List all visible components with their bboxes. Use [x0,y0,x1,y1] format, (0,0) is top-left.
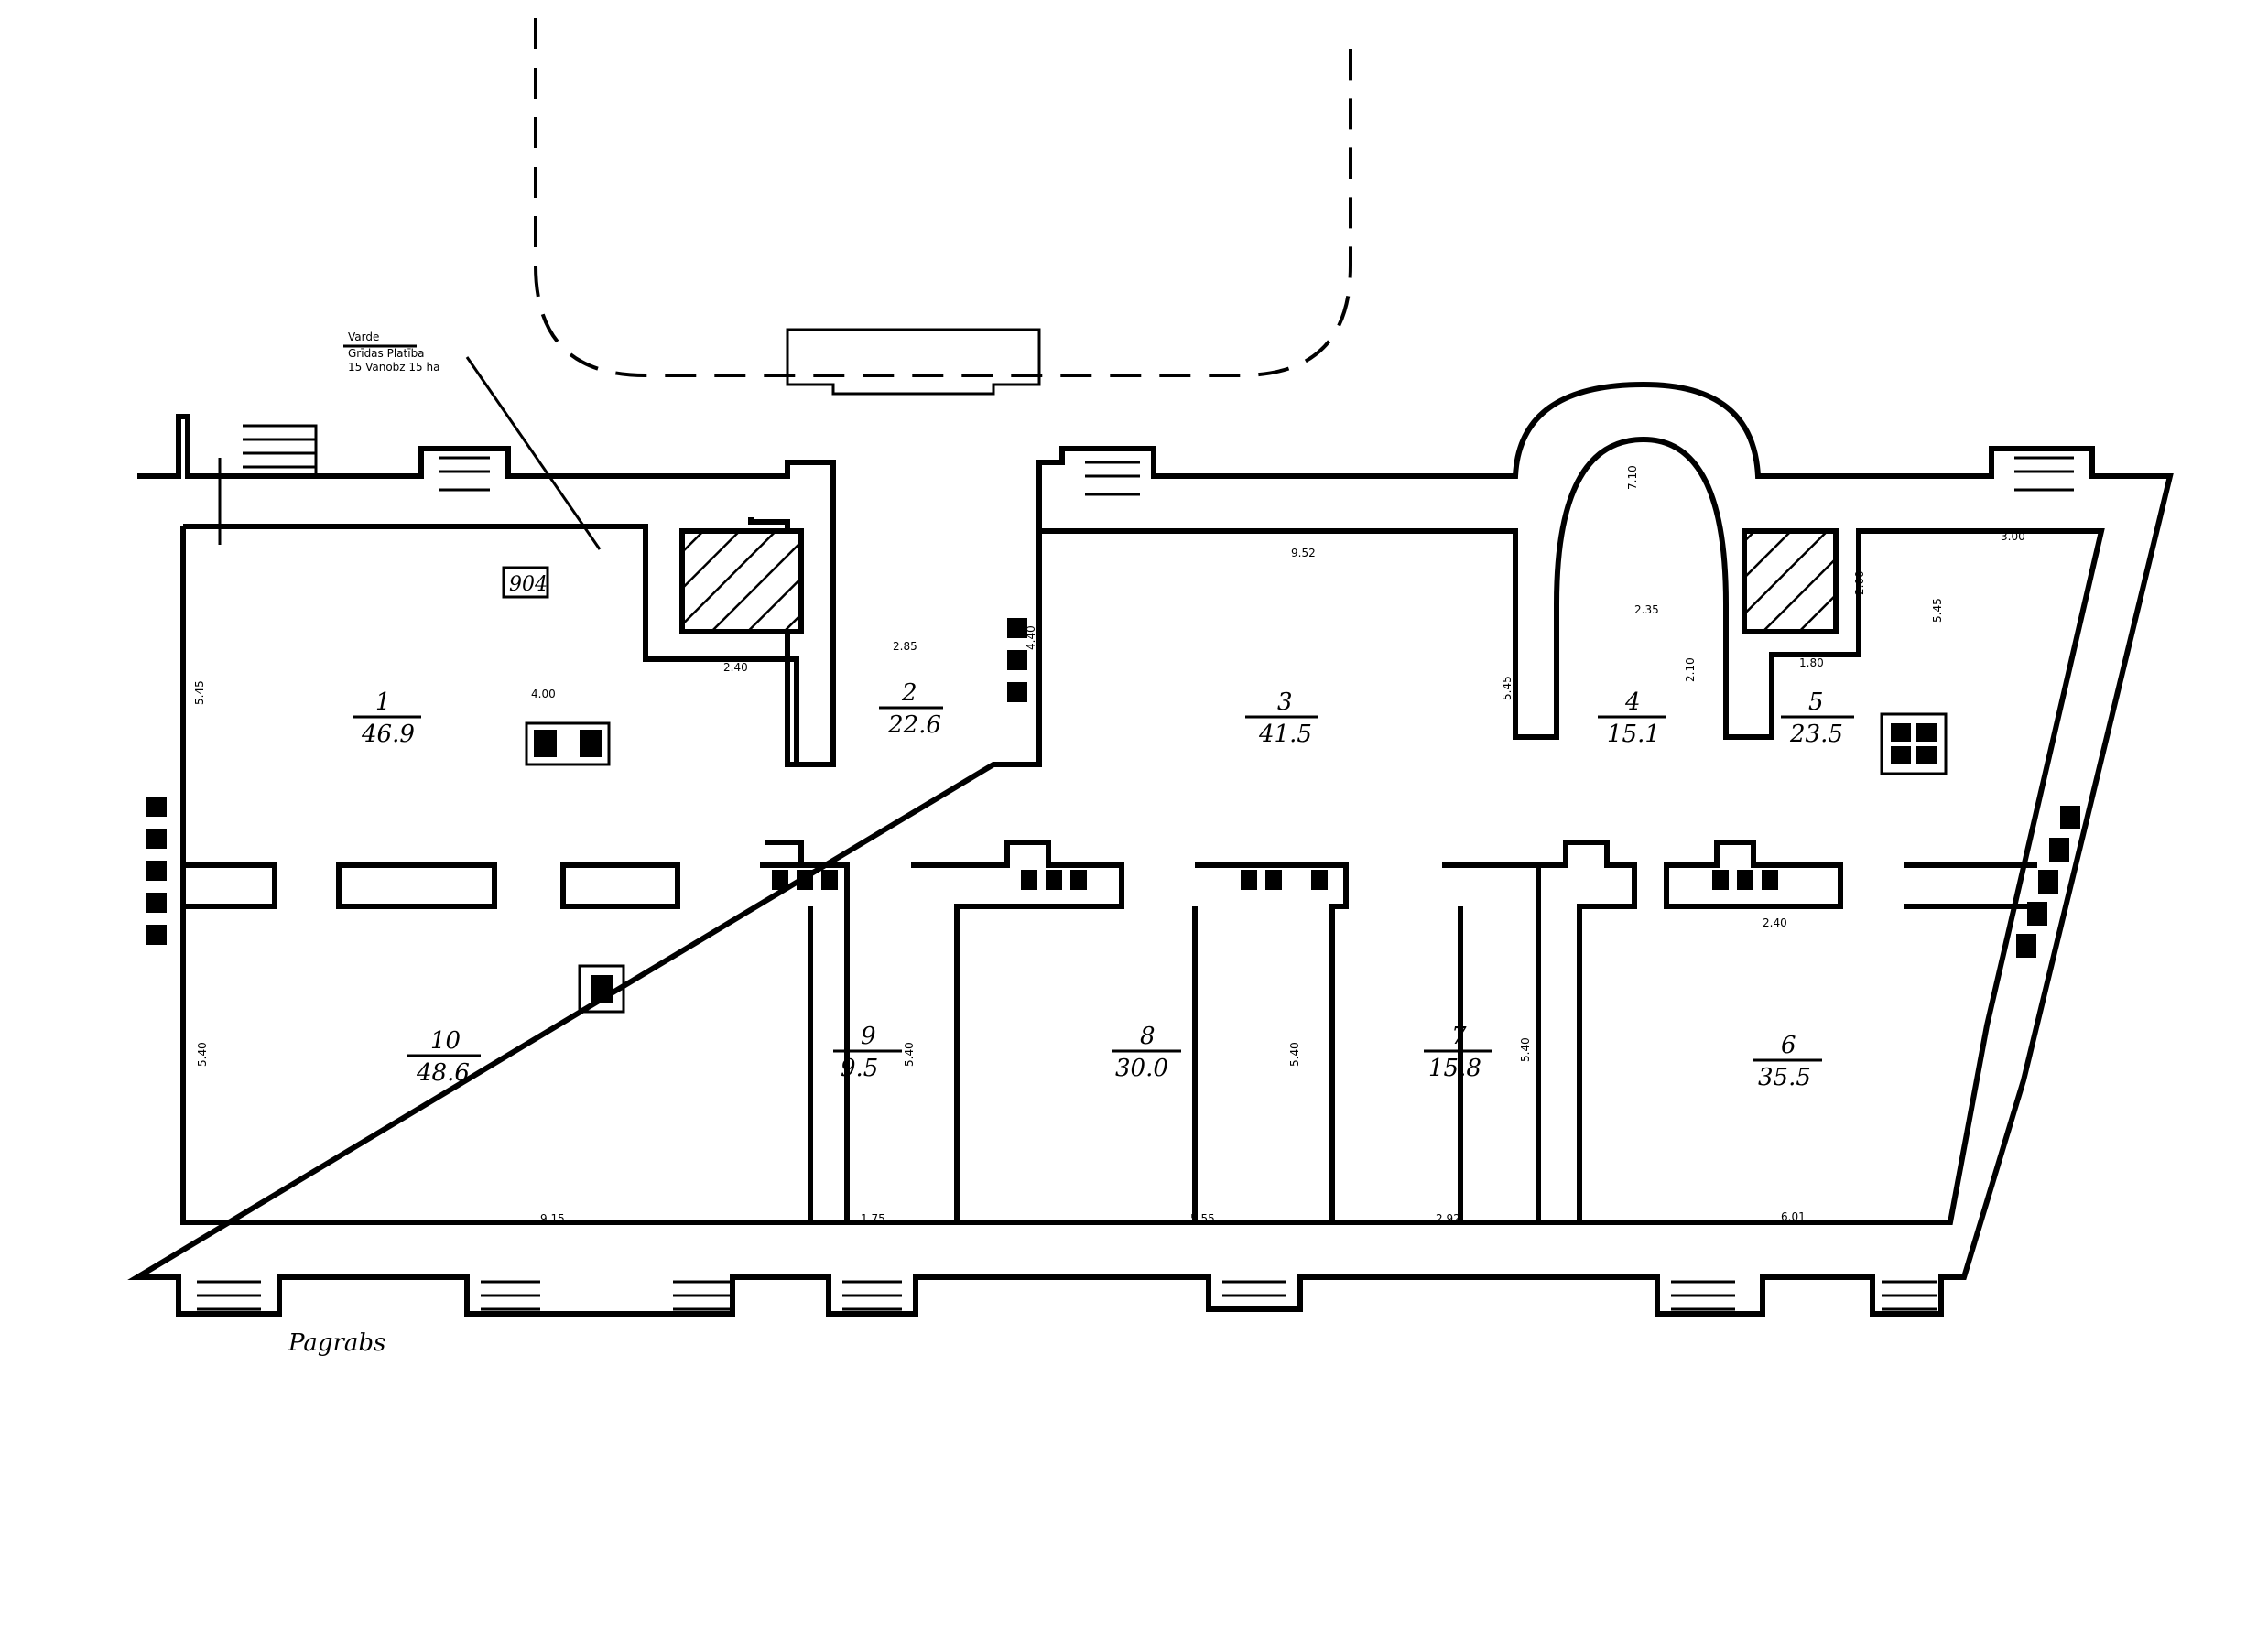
note-leader [465,356,602,550]
room-10-no: 10 [430,1027,461,1055]
dim-d17: 4.00 [531,688,556,700]
room-9-area: 9.5 [841,1055,878,1082]
dim-caption-2: 2.40 [1763,916,1787,929]
room-4-no: 4 [1624,688,1641,716]
dim-d7: 1.75 [861,1212,885,1225]
dim-d16: 2.10 [1684,657,1697,682]
outer-wall [137,414,836,767]
corridor-wall [183,840,2037,1222]
room-7-area: 15.8 [1428,1055,1481,1082]
dim-d19: 5.40 [1288,1042,1301,1067]
plan-caption: Pagrabs [288,1329,385,1357]
dim-d10: 5.40 [196,1042,209,1067]
door-frames [765,840,1541,1222]
note-line-2: Grīdas Platība [348,347,425,360]
dim-d4: 5.45 [193,680,206,705]
stove-outline-1 [525,721,611,766]
dim-d2: 2.85 [893,640,917,653]
room-1-no: 1 [375,688,391,716]
dim-d13: 3.00 [2001,530,2025,543]
dim-d9: 6.01 [1781,1210,1806,1223]
shaft-left [679,528,804,634]
dimensions: 9.52 2.85 2.35 9.15 5.55 1.75 2.92 6.01 … [193,465,2025,1225]
dim-d21: 5.45 [1501,676,1514,700]
stove-outline-3 [578,964,625,1014]
room-5-area: 23.5 [1789,721,1843,748]
shaft-right [1742,528,1839,634]
room-labels: 1 46.9 2 22.6 3 41.5 4 15.1 5 23.5 6 35.… [353,679,1854,1091]
room-3-no: 3 [1277,688,1293,716]
dim-d14: 2.00 [1853,570,1866,595]
room-2-no: 2 [901,679,917,707]
inner-wall-face-right [180,436,2105,1225]
room-2-area: 22.6 [887,711,941,739]
dim-d1: 9.52 [1291,547,1316,559]
dim-d5: 9.15 [540,1212,565,1225]
window-steps [197,424,2074,1311]
room-8-area: 30.0 [1115,1055,1168,1082]
dim-d23: 4.40 [1025,625,1037,650]
dim-d22: 5.45 [1931,598,1944,623]
note-line-3: 15 Vanobz 15 ha [348,361,439,374]
note-line-1: Varde [348,331,379,343]
stamp: 904 [509,573,548,596]
room-9-no: 9 [861,1023,876,1050]
room-3-area: 41.5 [1258,721,1312,748]
dim-d3: 2.35 [1634,603,1659,616]
room-6-area: 35.5 [1758,1064,1811,1091]
room-6-no: 6 [1781,1032,1796,1059]
stove-outline-2 [1880,712,1948,775]
room-1-area: 46.9 [361,721,415,748]
room-7-no: 7 [1451,1023,1467,1050]
dim-d15: 7.10 [1626,465,1639,490]
dim-d12: 1.80 [1799,656,1824,669]
stamp-box [502,566,549,599]
inner-wall-face [183,524,799,764]
chimney-flues [146,618,2080,1003]
outer-wall-right [127,381,2174,1317]
room-10-area: 48.6 [416,1059,470,1087]
dim-d11: 2.40 [723,661,748,674]
room-5-no: 5 [1808,688,1824,716]
room-8-no: 8 [1140,1023,1156,1050]
dim-d8: 2.92 [1436,1212,1460,1225]
entrance-step [786,328,1041,396]
dim-d18: 5.40 [903,1042,916,1067]
dim-d6: 5.55 [1190,1212,1215,1225]
courtyard-outline [534,18,1352,377]
room-4-area: 15.1 [1607,721,1660,748]
dim-d20: 5.40 [1519,1037,1532,1062]
